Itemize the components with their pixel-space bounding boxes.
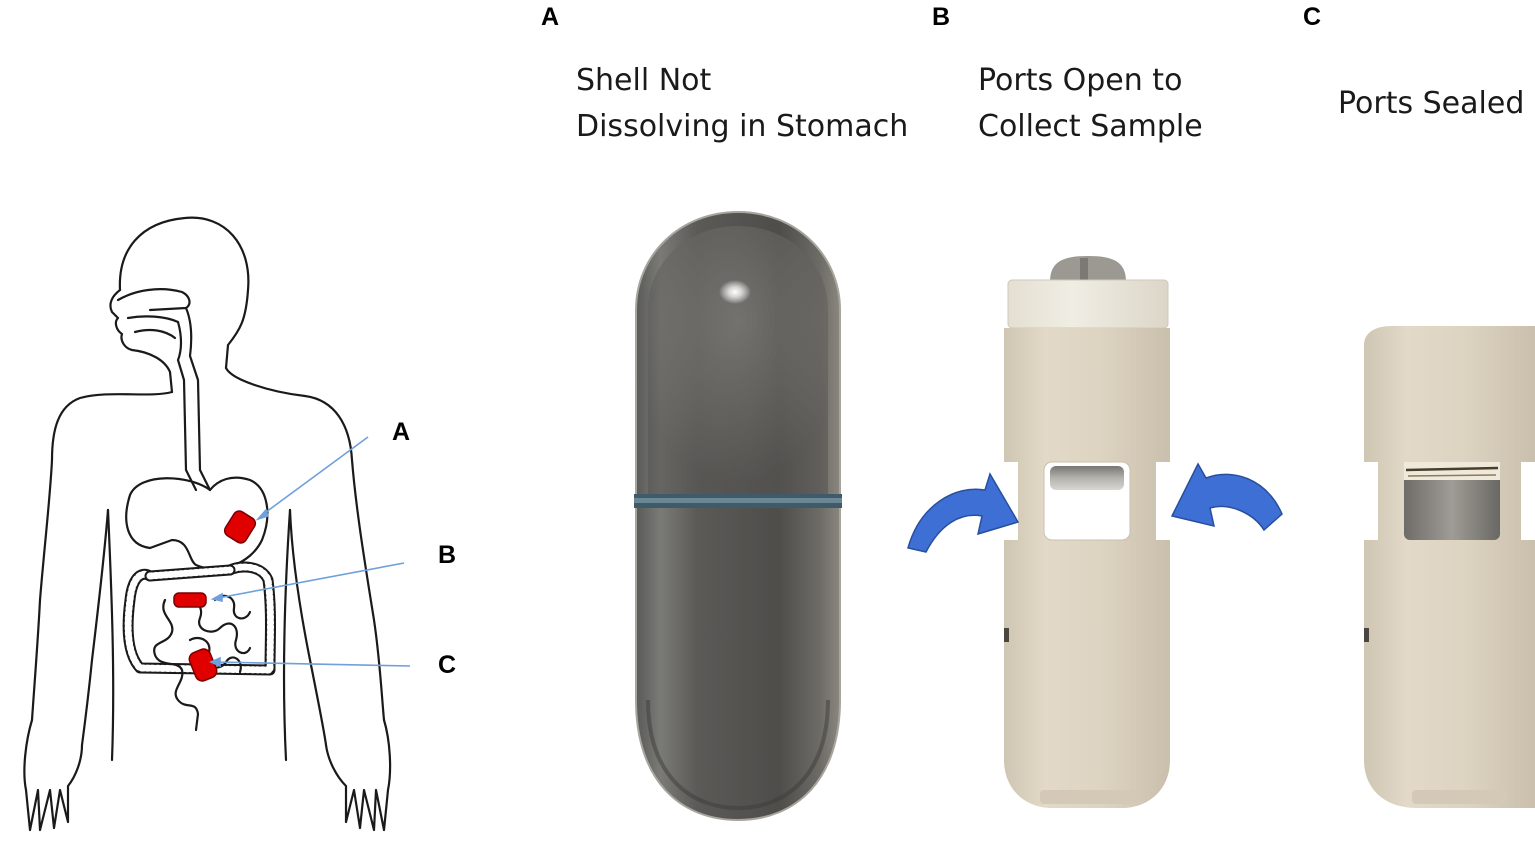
panel-letter-b: B <box>932 3 951 31</box>
caption-b: Ports Open to Collect Sample <box>978 58 1203 150</box>
curved-arrow-icon <box>907 472 1020 553</box>
caption-a-line-2: Dissolving in Stomach <box>576 109 909 144</box>
caption-c-line-1: Ports Sealed <box>1338 86 1525 121</box>
panel-letter-a: A <box>541 3 560 31</box>
capsule-marker-b <box>173 592 207 608</box>
capsule-marker-a <box>223 510 257 544</box>
sampling-device-sealed-icon <box>1364 326 1535 808</box>
sampling-device-open-icon <box>1004 256 1170 808</box>
caption-b-line-2: Collect Sample <box>978 109 1203 144</box>
human-body-digestive-icon <box>23 216 392 832</box>
caption-b-line-1: Ports Open to <box>978 63 1183 98</box>
caption-c: Ports Sealed <box>1338 81 1524 127</box>
body-label-a: A <box>392 418 410 446</box>
body-label-b: B <box>438 541 456 569</box>
capsule-icon <box>634 210 842 822</box>
caption-a-line-1: Shell Not <box>576 63 712 98</box>
capsule-marker-c <box>188 648 218 682</box>
caption-a: Shell Not Dissolving in Stomach <box>576 58 908 150</box>
curved-arrow-icon <box>1170 462 1283 532</box>
panel-letter-c: C <box>1303 3 1322 31</box>
pointer-lines <box>209 436 411 668</box>
body-label-c: C <box>438 651 456 679</box>
